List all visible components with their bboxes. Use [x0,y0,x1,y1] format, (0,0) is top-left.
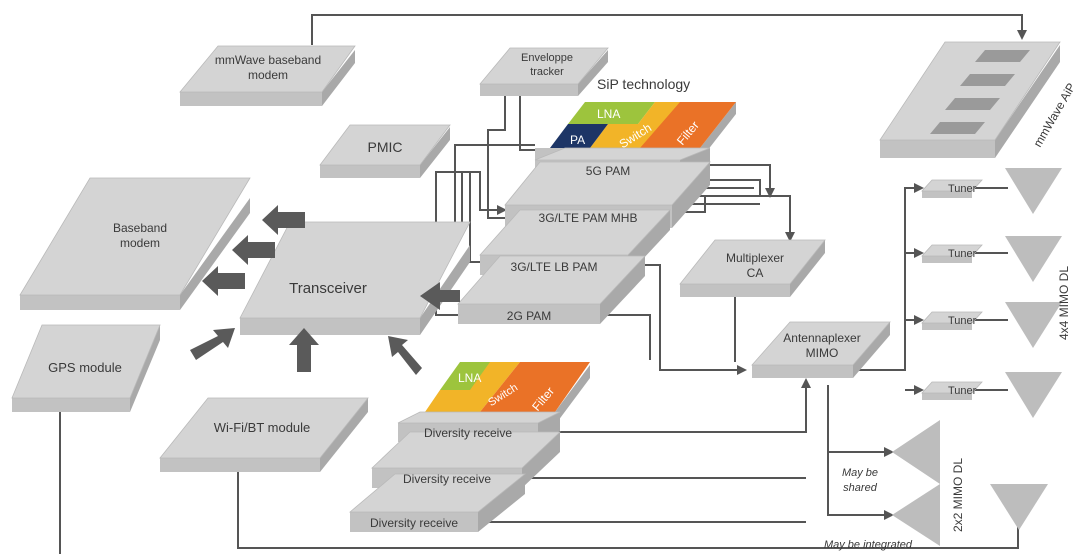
baseband-modem-block [19,177,251,310]
transceiver-block [239,221,471,335]
lna-label: LNA [597,107,620,121]
antenna-icon [1005,372,1062,418]
line-envelope-5g [519,95,540,151]
may-be-shared-1: May be [842,467,878,479]
antenna-icon [892,484,940,546]
arrow-upleft-icon [388,336,422,375]
diversity-sip-module [425,362,590,425]
baseband-label-1: Baseband [113,221,167,235]
tuner-2-label: Tuner [948,248,977,260]
envelope-label-2: tracker [530,66,564,78]
div-lna-label: LNA [458,371,481,385]
mmwave-aip-block [879,41,1061,158]
aip-element-1 [975,50,1030,62]
gps-module-block [11,324,161,412]
mimo-4x4-label: 4x4 MIMO DL [1057,266,1071,340]
line-trx-mhb [461,171,507,230]
antennaplexer-label-1: Antennaplexer [783,331,860,345]
diversity-receive-2-label: Diversity receive [403,472,491,486]
line-trx-5g [454,144,535,230]
pam-mhb-label: 3G/LTE PAM MHB [539,211,638,225]
arrow-up-icon [289,328,319,372]
envelope-tracker-block [479,47,609,96]
arrow-left-icon [262,205,305,235]
line-ant-2x2b [827,452,894,520]
may-be-shared-2: shared [843,482,878,494]
tuner-3 [921,311,983,330]
antenna-icon [892,420,940,484]
aip-element-2 [960,74,1015,86]
tuner-1-label: Tuner [948,183,977,195]
diversity-receive-3 [348,473,527,532]
aip-element-4 [930,122,985,134]
line-ant-tuner1 [850,183,924,371]
diversity-receive-2 [370,431,562,488]
pam-5g-label: 5G PAM [586,164,630,178]
line-ant-2x2a [827,385,894,457]
antennas-2x2 [892,420,940,546]
antennaplexer-label-2: MIMO [806,346,839,360]
pmic-label: PMIC [368,139,403,155]
tuner-4 [921,381,983,400]
baseband-label-2: modem [120,236,160,250]
antenna-icon [1005,236,1062,282]
pmic-block [319,124,451,178]
antennas-4x4 [1005,168,1062,418]
arrow-upright-icon [190,328,235,360]
gps-label: GPS module [48,360,122,375]
arrow-left-icon [232,235,275,265]
arrow-left-icon [420,282,460,310]
div-switch-tile [425,362,520,412]
envelope-label-1: Enveloppe [521,52,573,64]
tuner-2 [921,244,983,263]
wifi-bt-block [159,397,369,472]
pam-lb-label: 3G/LTE LB PAM [511,260,598,274]
line-envelope-mhb [487,95,510,219]
diversity-receive-3-label: Diversity receive [370,516,458,530]
antenna-icon [1005,168,1062,214]
antennaplexer-block [751,321,891,378]
antenna-icon [1005,302,1062,348]
mmwave-baseband-block [179,45,356,106]
diversity-receive-1-label: Diversity receive [424,426,512,440]
line-mmwave-to-aip [311,14,1027,45]
labels: mmWave baseband modem Enveloppe tracker … [48,52,1073,551]
line-div1 [540,378,811,433]
multiplexer-label-1: Multiplexer [726,251,784,265]
transceiver-label: Transceiver [289,280,367,297]
fat-arrows [190,205,460,375]
multiplexer-label-2: CA [747,266,764,280]
antenna-icon [990,484,1048,530]
aip-element-3 [945,98,1000,110]
pam-2g-label: 2G PAM [507,309,551,323]
switch-tile [590,102,695,148]
mmwave-baseband-label-1: mmWave baseband [215,53,321,67]
line-2g-ant [600,314,651,360]
mimo-2x2-label: 2x2 MIMO DL [951,458,965,532]
multiplexer-block [679,239,826,297]
sip-title: SiP technology [597,76,690,92]
div-filter-tile [480,362,590,412]
mmwave-baseband-label-2: modem [248,68,288,82]
tuner-3-label: Tuner [948,315,977,327]
tuner-1 [921,179,983,198]
pam-2g-block [457,255,646,324]
may-be-integrated: May be integrated [824,539,913,551]
line-trx-lb [435,171,495,263]
pa-label: PA [570,133,585,147]
wifi-bt-label: Wi-Fi/BT module [214,420,311,435]
lna-tile [568,102,655,124]
tuner-4-label: Tuner [948,385,977,397]
pa-tile [550,124,608,148]
filter-tile [640,102,736,148]
arrow-left-icon [202,266,245,296]
line-mhb-mux5 [675,195,795,242]
